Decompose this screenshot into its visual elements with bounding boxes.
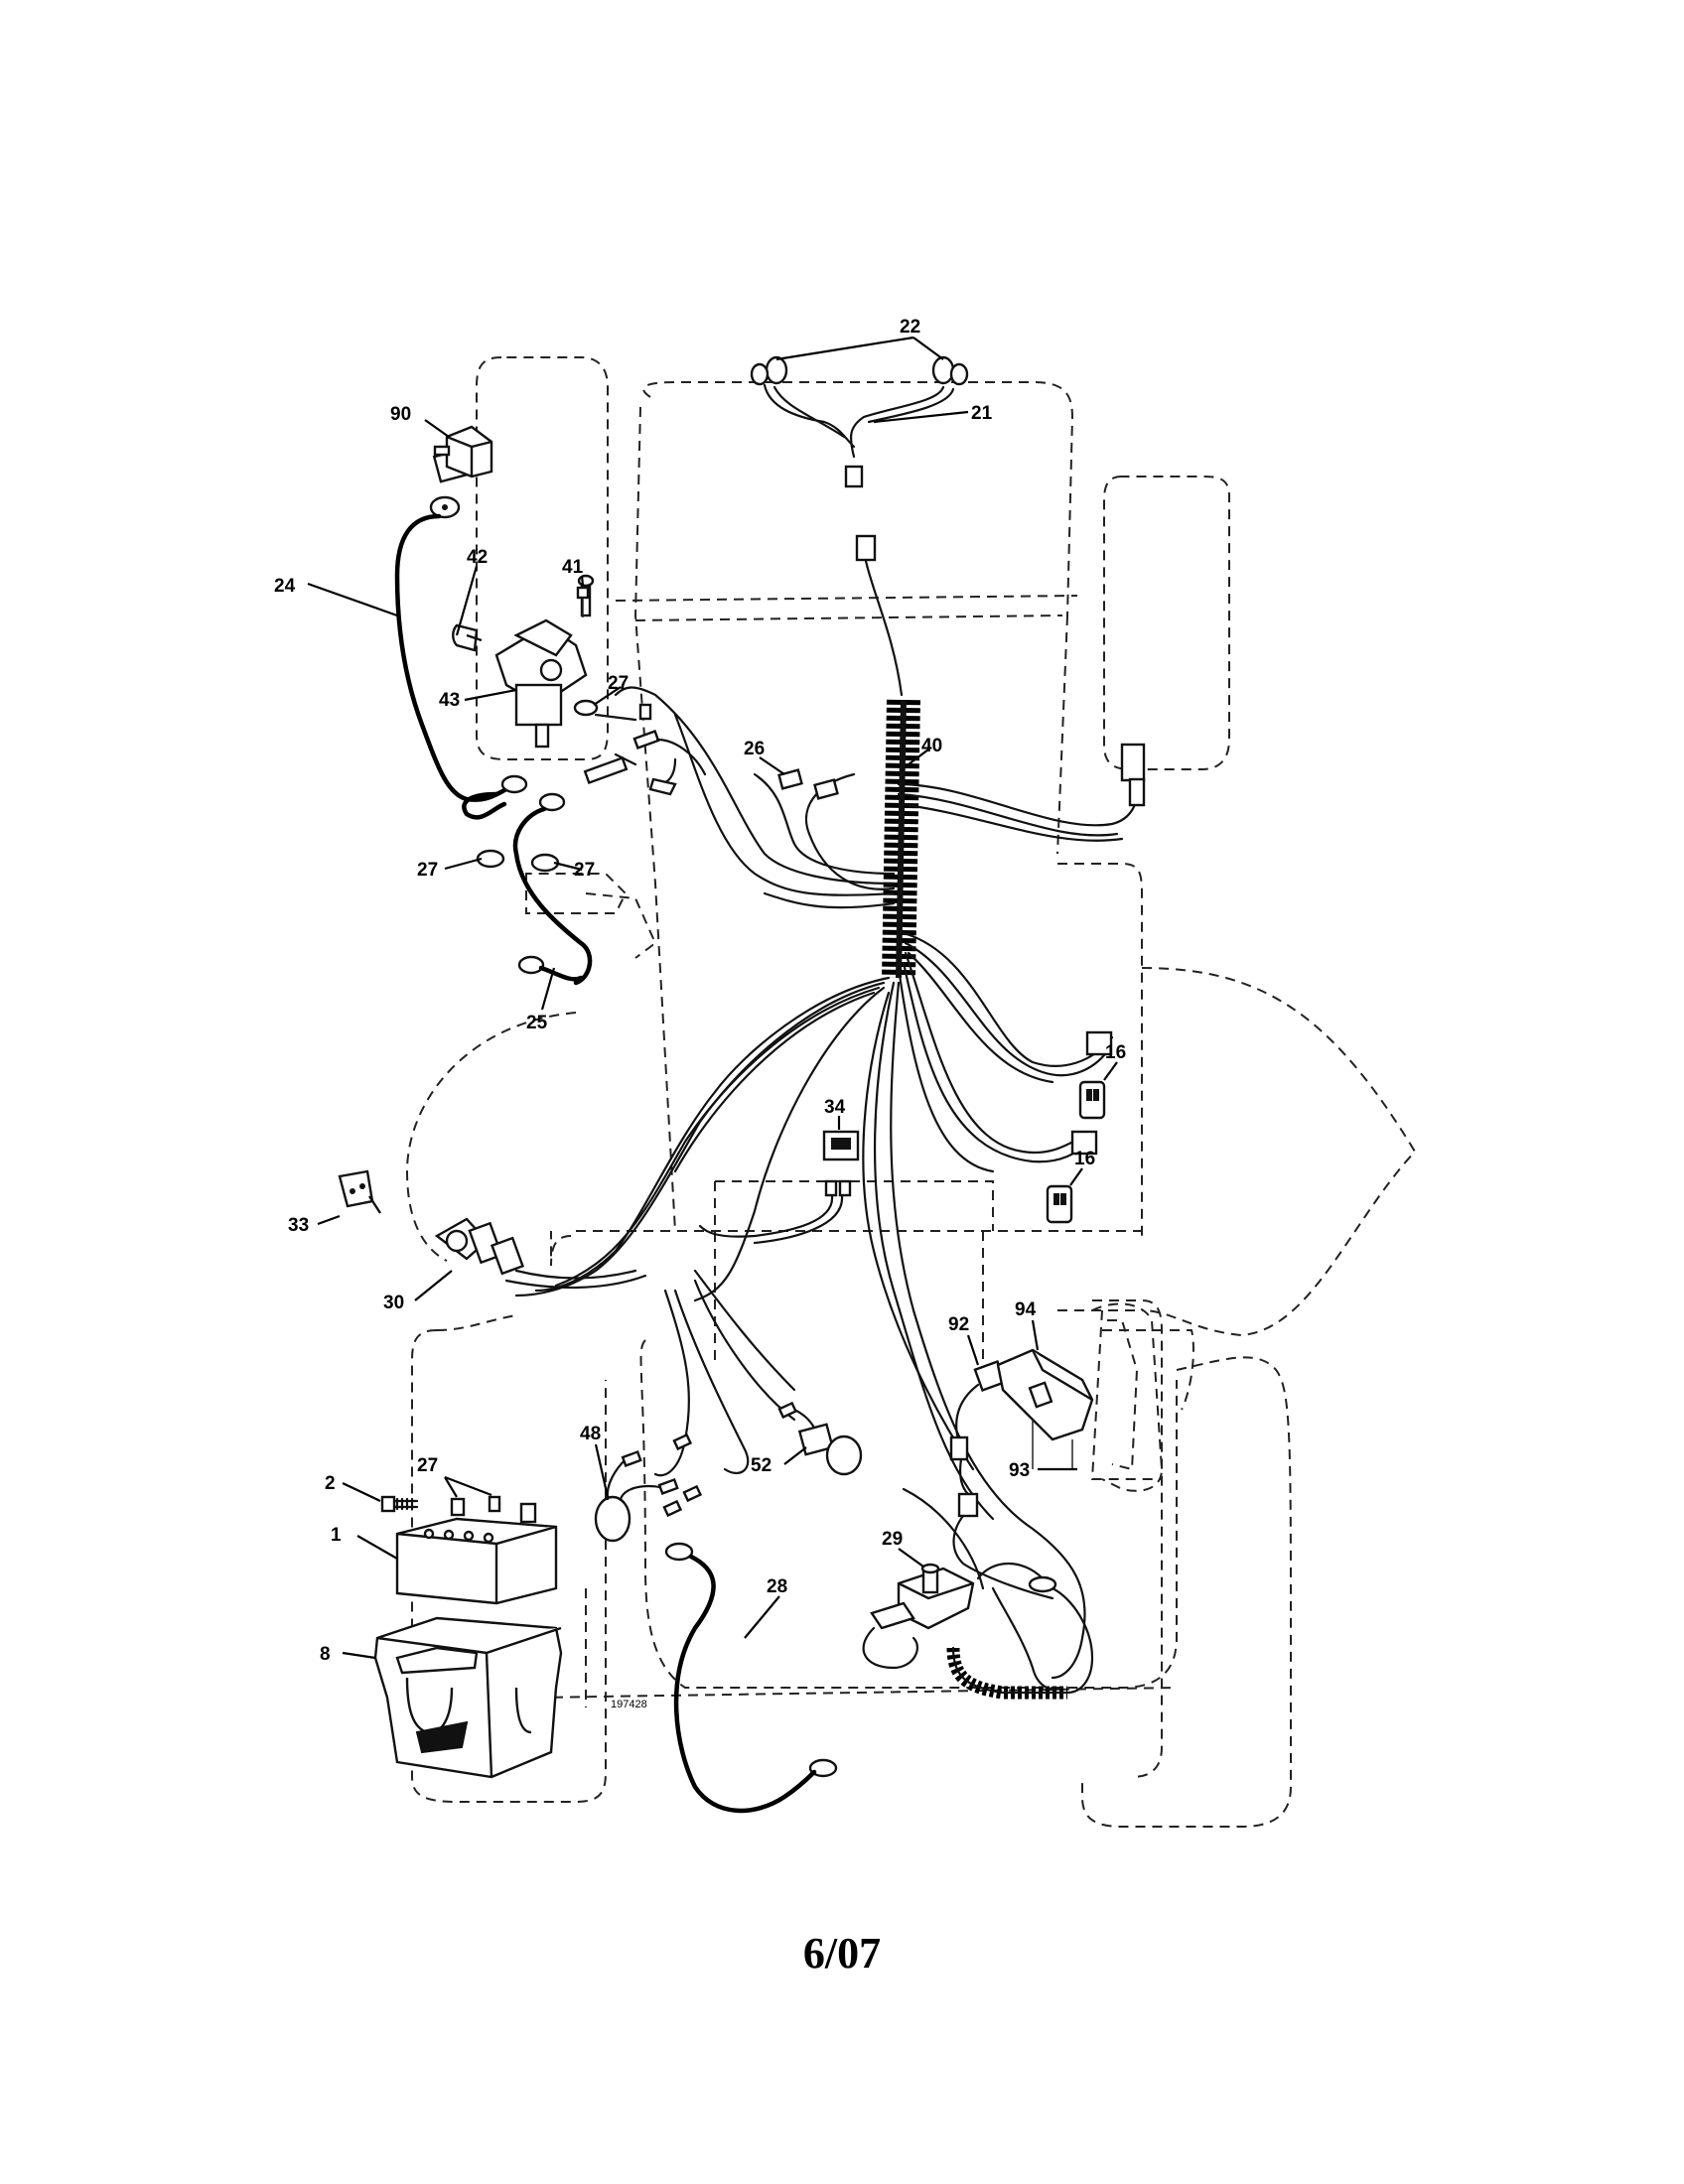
callout-27-right: 27: [574, 860, 595, 881]
callout-27-left: 27: [417, 860, 438, 881]
seat-bracket: [1091, 1302, 1164, 1492]
main-harness-loom: [614, 686, 1146, 979]
drawing-number: 197428: [611, 1699, 647, 1710]
callout-8: 8: [320, 1644, 331, 1665]
callout-92: 92: [948, 1314, 969, 1335]
callout-25: 25: [526, 1013, 548, 1033]
cable-28: [664, 1542, 838, 1814]
callout-16-upper: 16: [1105, 1042, 1126, 1063]
callout-42: 42: [467, 547, 488, 568]
connector-26: [777, 768, 839, 800]
callout-52: 52: [751, 1455, 772, 1476]
callout-94: 94: [1015, 1299, 1037, 1320]
callout-93: 93: [1009, 1460, 1030, 1481]
callout-90: 90: [390, 404, 411, 425]
tractor-outline: [405, 356, 1417, 1828]
switch-16-lower: [1046, 1184, 1073, 1224]
callout-21: 21: [971, 403, 993, 424]
key-33: [338, 1169, 382, 1214]
coiled-cable: [946, 1562, 1094, 1700]
callout-27-solenoid: 27: [608, 673, 629, 694]
headlight-assembly: [750, 355, 969, 697]
lamp-52: [777, 1401, 863, 1476]
callout-34: 34: [824, 1097, 846, 1118]
callout-2: 2: [325, 1473, 336, 1494]
callout-41: 41: [562, 557, 584, 578]
pto-switch-29: [862, 1563, 975, 1670]
callout-1: 1: [331, 1525, 342, 1546]
callout-48: 48: [580, 1424, 601, 1444]
switch-92: [949, 1360, 1054, 1600]
page-date-code: 6/07: [802, 1929, 882, 1978]
lamp-48: [594, 1433, 703, 1543]
callout-26: 26: [744, 739, 765, 759]
nut-27-battery: [488, 1495, 501, 1513]
fuse-holder-90: [433, 425, 493, 478]
callout-16-lower: 16: [1074, 1149, 1095, 1169]
callout-22: 22: [900, 317, 920, 338]
battery-1: [395, 1497, 558, 1605]
callout-27-battery: 27: [417, 1455, 438, 1476]
callout-leaders: [307, 336, 1118, 1660]
bolt-2: [380, 1495, 419, 1513]
switch-16-upper: [1078, 1080, 1106, 1120]
ignition-switch-30: [434, 1217, 647, 1290]
callout-29: 29: [882, 1529, 903, 1550]
bolt-41: [576, 586, 590, 617]
switch-34: [698, 1130, 860, 1245]
callout-30: 30: [383, 1293, 404, 1313]
module-94: [996, 1348, 1094, 1469]
callout-40: 40: [921, 736, 942, 756]
harness-branches: [514, 931, 1114, 1680]
callout-43: 43: [439, 690, 460, 711]
solenoid-assembly: [394, 445, 707, 986]
callout-labels: 22 21 90 24 42 41 43 27 26 40 27 27 25 1…: [274, 317, 1126, 1710]
battery-tray-8: [373, 1616, 563, 1779]
callout-28: 28: [767, 1576, 787, 1597]
callout-24: 24: [274, 576, 296, 597]
callout-33: 33: [288, 1215, 309, 1236]
